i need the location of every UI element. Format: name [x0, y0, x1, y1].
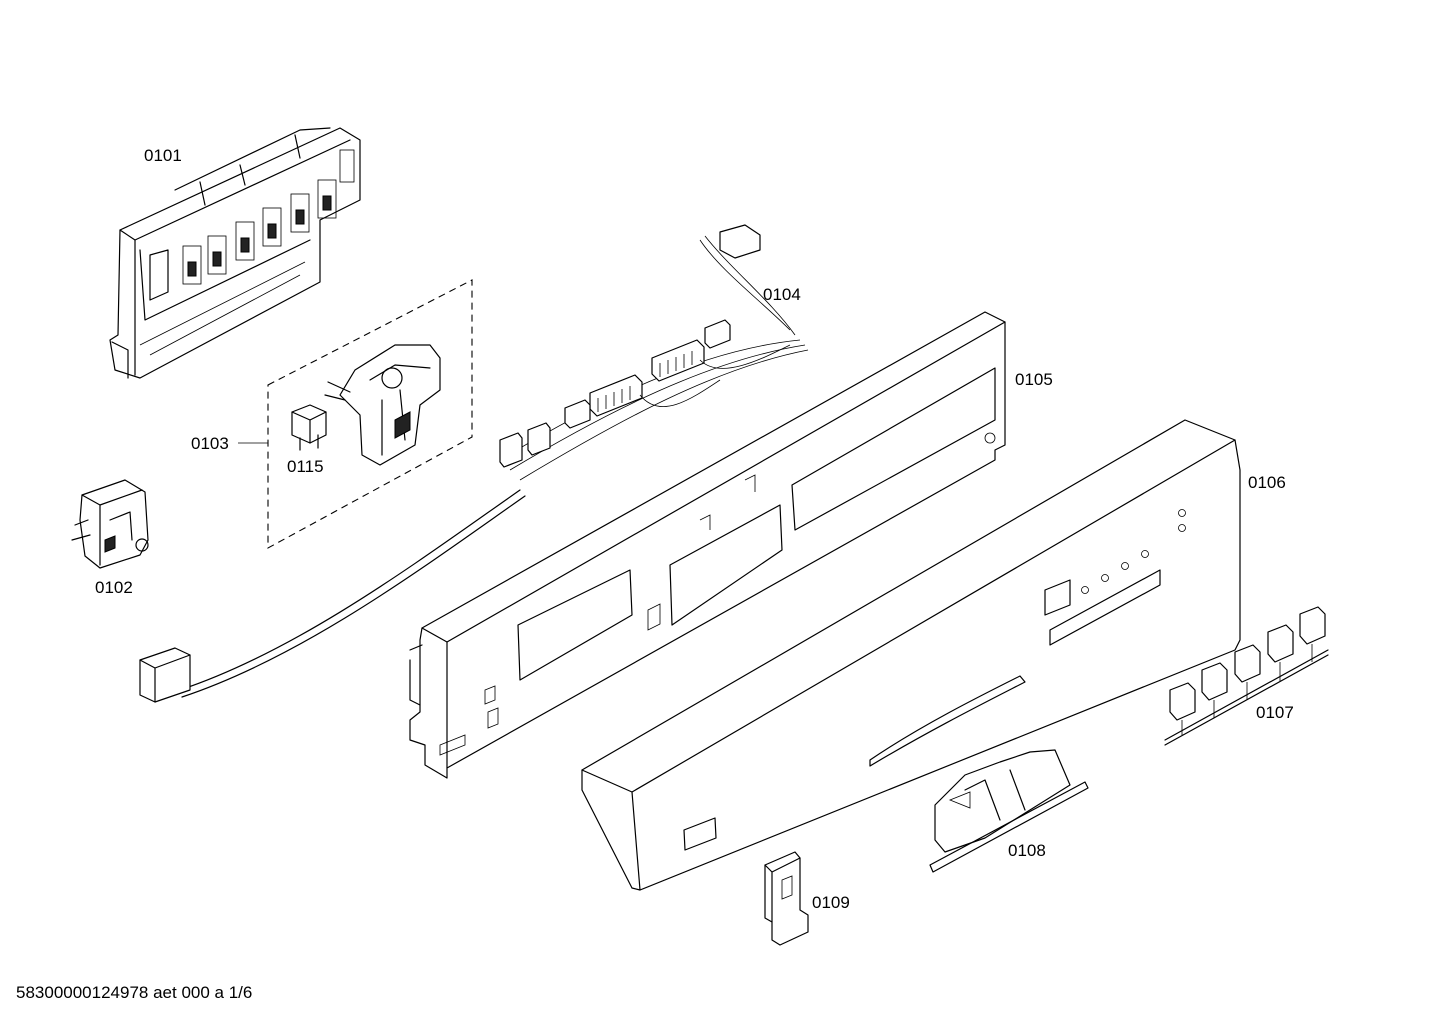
part-0104-cable-harness — [139, 224, 809, 703]
part-0109-bracket-clip — [764, 851, 809, 946]
label-0115: 0115 — [287, 457, 324, 476]
label-0102: 0102 — [95, 578, 133, 597]
label-0107: 0107 — [1256, 703, 1294, 722]
part-0115-suppressor — [291, 404, 327, 451]
part-0105-panel-frame — [409, 311, 1006, 779]
part-0102-door-switch — [71, 479, 149, 569]
label-0106: 0106 — [1248, 473, 1286, 492]
label-0103: 0103 — [191, 434, 229, 453]
part-0108-door-handle — [929, 749, 1089, 873]
drawing-reference: 58300000124978 aet 000 a 1/6 — [16, 983, 252, 1002]
label-0105: 0105 — [1015, 370, 1053, 389]
label-0109: 0109 — [812, 893, 850, 912]
part-0107-push-buttons — [1164, 606, 1329, 746]
label-0104: 0104 — [763, 285, 801, 304]
part-0101-control-module — [109, 127, 361, 379]
label-0101: 0101 — [144, 146, 182, 165]
part-0106-fascia-panel — [581, 419, 1241, 891]
label-0108: 0108 — [1008, 841, 1046, 860]
part-0103-switch-assembly — [238, 279, 473, 549]
